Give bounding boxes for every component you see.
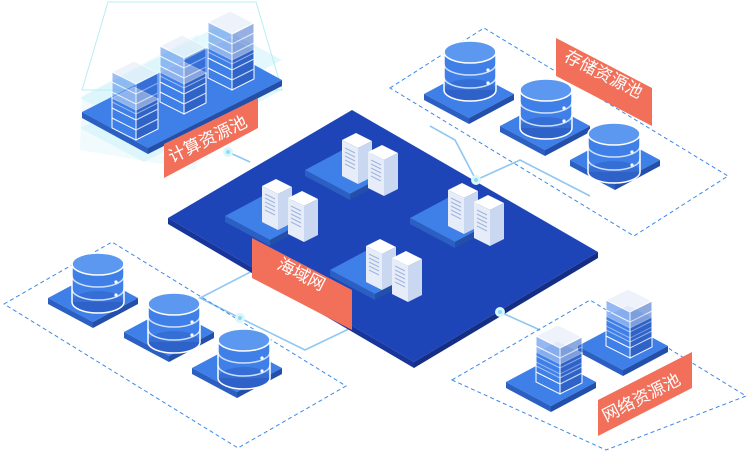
server-icon — [447, 182, 479, 235]
compute-resource-pool — [80, 1, 283, 170]
connector-lines — [198, 125, 591, 351]
server-icon — [341, 132, 373, 185]
storage-pool-secondary — [3, 241, 347, 449]
storage-cylinder-icon — [443, 40, 497, 102]
server-icon — [287, 190, 319, 243]
server-icon — [367, 144, 399, 197]
server-icon — [261, 178, 293, 231]
storage-cylinder-icon — [587, 122, 641, 184]
server-icon — [473, 194, 505, 247]
storage-cylinder-icon — [519, 78, 573, 140]
storage-cylinder-icon — [71, 252, 125, 314]
connector-dot — [495, 307, 505, 317]
connector-dot — [235, 313, 245, 323]
server-icon — [391, 250, 423, 303]
network-resource-pool — [450, 288, 748, 451]
storage-cylinder-icon — [217, 328, 271, 390]
storage-cylinder-icon — [147, 292, 201, 354]
server-icon — [365, 238, 397, 291]
connector-dot — [223, 147, 233, 157]
storage-resource-pool — [389, 27, 729, 237]
connector-dot — [471, 175, 481, 185]
